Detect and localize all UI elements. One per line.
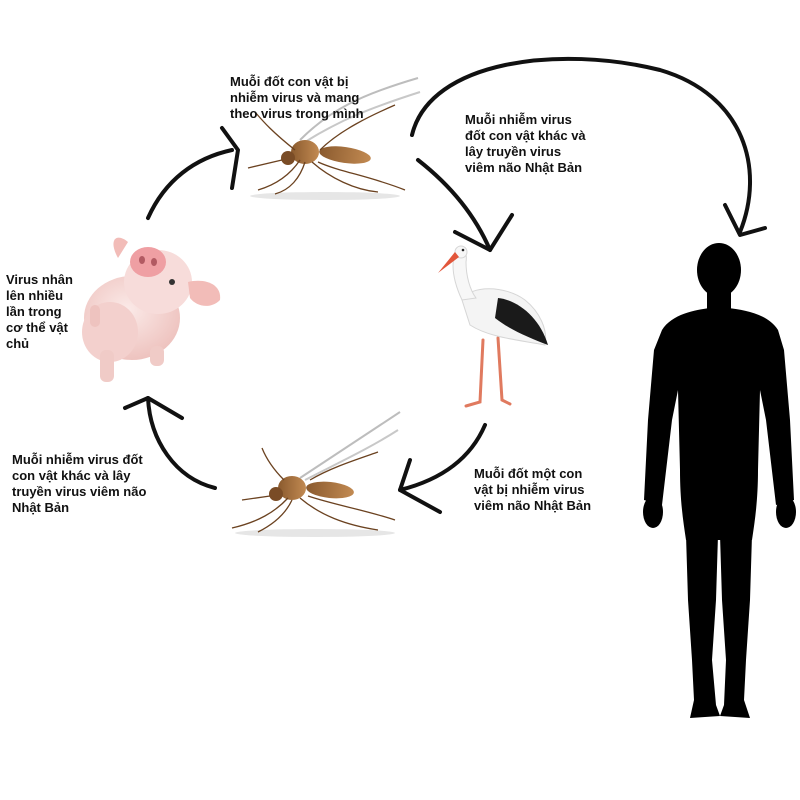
stork-icon [438, 245, 548, 408]
mosquito-icon [231, 411, 401, 537]
label-virus-multiplies-in-host: Virus nhân lên nhiều lần trong cơ thể vậ… [6, 272, 73, 351]
pig-icon [82, 237, 221, 382]
human-silhouette-icon [643, 243, 796, 718]
label-mosquito-bites-infected-animal-2: Muỗi đốt một con vật bị nhiễm virus viêm… [474, 466, 592, 513]
mosquito-icon [247, 77, 421, 200]
label-mosquito-bites-infected-animal: Muỗi đốt con vật bị nhiễm virus và mang … [230, 74, 364, 121]
arrow-top-mosquito-to-human [410, 56, 767, 237]
arrow-pig-to-top-mosquito [146, 126, 240, 220]
label-mosquito-infects-other-animal: Muỗi nhiễm virus đốt con vật khác và lây… [12, 452, 147, 515]
arrow-bottom-mosquito-to-pig [123, 396, 217, 490]
arrow-stork-to-bottom-mosquito [398, 423, 487, 514]
arrow-top-mosquito-to-stork [416, 158, 514, 252]
label-mosquito-bites-other-animal-transmits: Muỗi nhiễm virus đốt con vật khác và lây… [465, 112, 586, 175]
